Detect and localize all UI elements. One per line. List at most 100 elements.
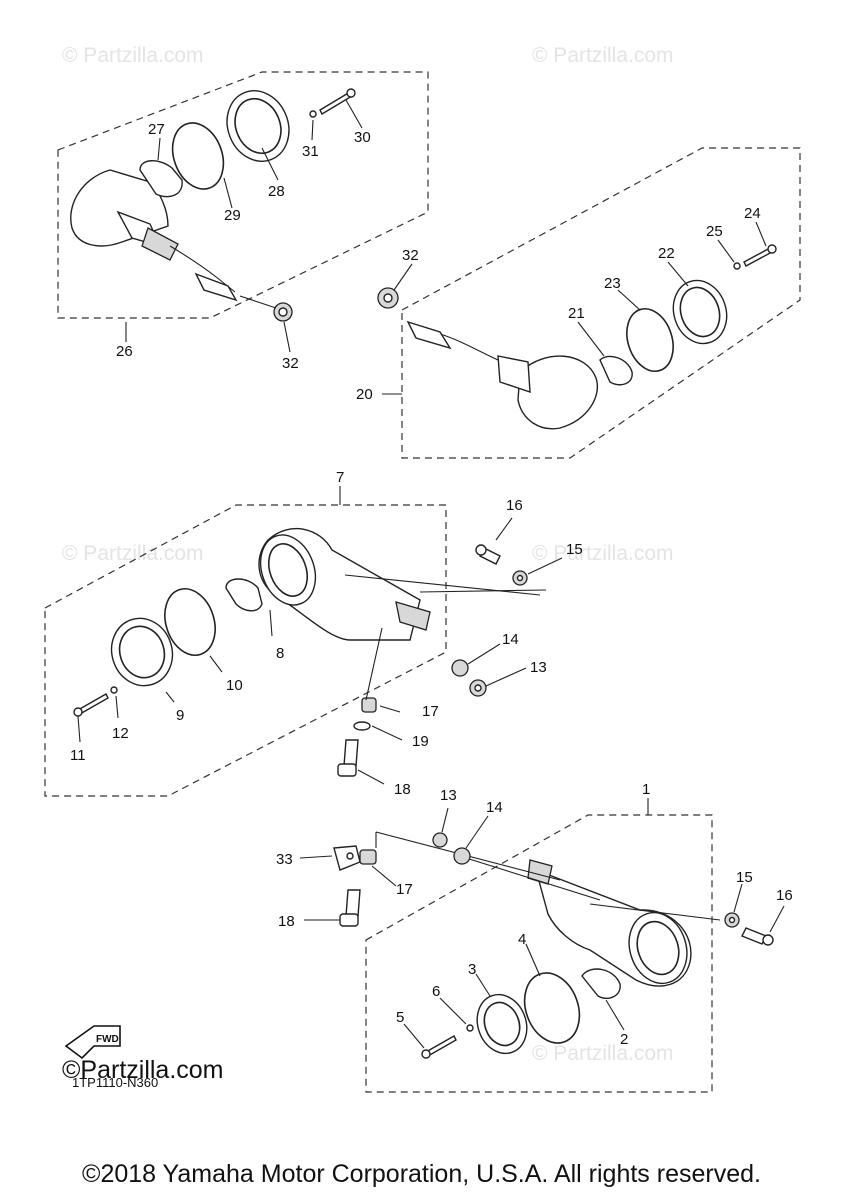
mounting-bracket-7 bbox=[395, 601, 431, 631]
callout-24: 24 bbox=[744, 205, 761, 222]
collar-14-lower bbox=[453, 847, 471, 865]
callout-25: 25 bbox=[706, 223, 723, 240]
washer-25 bbox=[733, 262, 741, 270]
gasket-29 bbox=[171, 122, 225, 190]
lens-22 bbox=[672, 279, 728, 345]
callout-15-upper: 15 bbox=[566, 541, 583, 558]
collar-17-lower bbox=[359, 849, 377, 865]
callout-10: 10 bbox=[226, 677, 243, 694]
callouts: 27 29 28 31 30 26 32 32 21 2 3 22 25 24 2… bbox=[70, 121, 793, 1048]
callout-17-lower: 17 bbox=[396, 881, 413, 898]
bolt-18-upper bbox=[343, 739, 359, 767]
housing-opening-1 bbox=[628, 911, 688, 985]
callout-32-lower: 32 bbox=[282, 355, 299, 372]
screw-head-5 bbox=[421, 1049, 431, 1059]
turn-signal-housing-20 bbox=[517, 355, 598, 430]
callout-26: 26 bbox=[116, 343, 133, 360]
callout-33: 33 bbox=[276, 851, 293, 868]
mounting-bracket-1 bbox=[527, 859, 553, 885]
callout-5: 5 bbox=[396, 1009, 404, 1026]
callout-13-upper: 13 bbox=[530, 659, 547, 676]
connector-26 bbox=[194, 272, 238, 302]
callout-11: 11 bbox=[70, 747, 86, 764]
assembly-1 bbox=[299, 798, 785, 1093]
gasket-10 bbox=[164, 588, 216, 656]
callout-21: 21 bbox=[568, 305, 585, 322]
fwd-arrow-icon: FWD bbox=[64, 1025, 121, 1060]
watermark: © Partzilla.com bbox=[532, 542, 674, 565]
callout-18-lower: 18 bbox=[278, 913, 295, 930]
callout-19: 19 bbox=[412, 733, 429, 750]
assembly-26-boundary bbox=[57, 71, 429, 319]
collar-17-upper bbox=[361, 697, 377, 713]
ref-line-7 bbox=[344, 574, 541, 596]
lens-rim-22 bbox=[679, 286, 721, 338]
callout-15-lower: 15 bbox=[736, 869, 753, 886]
callout-31: 31 bbox=[302, 143, 319, 160]
callout-30: 30 bbox=[354, 129, 371, 146]
watermark: © Partzilla.com bbox=[532, 1042, 674, 1065]
assembly-20-boundary bbox=[401, 147, 801, 459]
partzilla-logo: ©Partzilla.com bbox=[62, 1056, 224, 1084]
assembly-7-boundary bbox=[44, 504, 447, 797]
callout-20: 20 bbox=[356, 386, 373, 403]
screw-head-30 bbox=[346, 88, 356, 98]
collar-14-upper bbox=[451, 659, 469, 677]
washer-31 bbox=[309, 110, 317, 118]
assembly-26 bbox=[57, 71, 429, 353]
washer-19 bbox=[353, 721, 371, 731]
callout-6: 6 bbox=[432, 983, 440, 1000]
callout-16-lower: 16 bbox=[776, 887, 793, 904]
callout-17-upper: 17 bbox=[422, 703, 439, 720]
assembly-1-boundary bbox=[365, 814, 713, 1093]
bulb-8 bbox=[225, 578, 263, 612]
callout-32-upper: 32 bbox=[402, 247, 419, 264]
bolt-16-lower bbox=[741, 927, 767, 945]
callout-22: 22 bbox=[658, 245, 675, 262]
bolt-18-lower bbox=[345, 889, 361, 917]
callout-7: 7 bbox=[336, 469, 344, 486]
watermark: © Partzilla.com bbox=[62, 542, 204, 565]
callout-13-lower: 13 bbox=[440, 787, 457, 804]
diagram-code: 1TP1110-N360 bbox=[72, 1075, 158, 1090]
screw-head-24 bbox=[767, 244, 777, 254]
callout-28: 28 bbox=[268, 183, 285, 200]
bulb-21 bbox=[599, 355, 633, 386]
bulb-2 bbox=[581, 968, 621, 1000]
housing-stem-26 bbox=[141, 227, 179, 261]
callout-1: 1 bbox=[642, 781, 650, 798]
lens-rim-28 bbox=[234, 97, 282, 155]
callout-16-upper: 16 bbox=[506, 497, 523, 514]
callout-4: 4 bbox=[518, 931, 526, 948]
gasket-4 bbox=[523, 972, 581, 1044]
callout-3: 3 bbox=[468, 961, 476, 978]
copyright-text: ©2018 Yamaha Motor Corporation, U.S.A. A… bbox=[82, 1160, 761, 1188]
watermarks: © Partzilla.com © Partzilla.com © Partzi… bbox=[62, 44, 674, 1065]
callout-8: 8 bbox=[276, 645, 284, 662]
washer-12 bbox=[110, 686, 118, 694]
callout-29: 29 bbox=[224, 207, 241, 224]
callout-2: 2 bbox=[620, 1031, 628, 1048]
callout-14-upper: 14 bbox=[502, 631, 519, 648]
watermark: © Partzilla.com bbox=[532, 44, 674, 67]
watermark: © Partzilla.com bbox=[62, 44, 204, 67]
callout-9: 9 bbox=[176, 707, 184, 724]
assembly-7 bbox=[44, 486, 563, 797]
lens-28 bbox=[226, 90, 290, 162]
bulb-27 bbox=[139, 160, 183, 198]
callout-27: 27 bbox=[148, 121, 165, 138]
callout-18-upper: 18 bbox=[394, 781, 411, 798]
lens-3 bbox=[476, 993, 528, 1055]
housing-opening-7 bbox=[259, 534, 317, 606]
callout-12: 12 bbox=[112, 725, 129, 742]
callout-14-lower: 14 bbox=[486, 799, 503, 816]
wire-20 bbox=[439, 333, 499, 361]
nut-13-lower bbox=[432, 832, 448, 848]
lens-9 bbox=[110, 617, 174, 687]
washer-6 bbox=[466, 1024, 474, 1032]
fwd-label: FWD bbox=[96, 1034, 119, 1045]
screw-head-11 bbox=[73, 707, 83, 717]
connector-20 bbox=[406, 320, 452, 350]
housing-neck-20 bbox=[497, 355, 531, 393]
